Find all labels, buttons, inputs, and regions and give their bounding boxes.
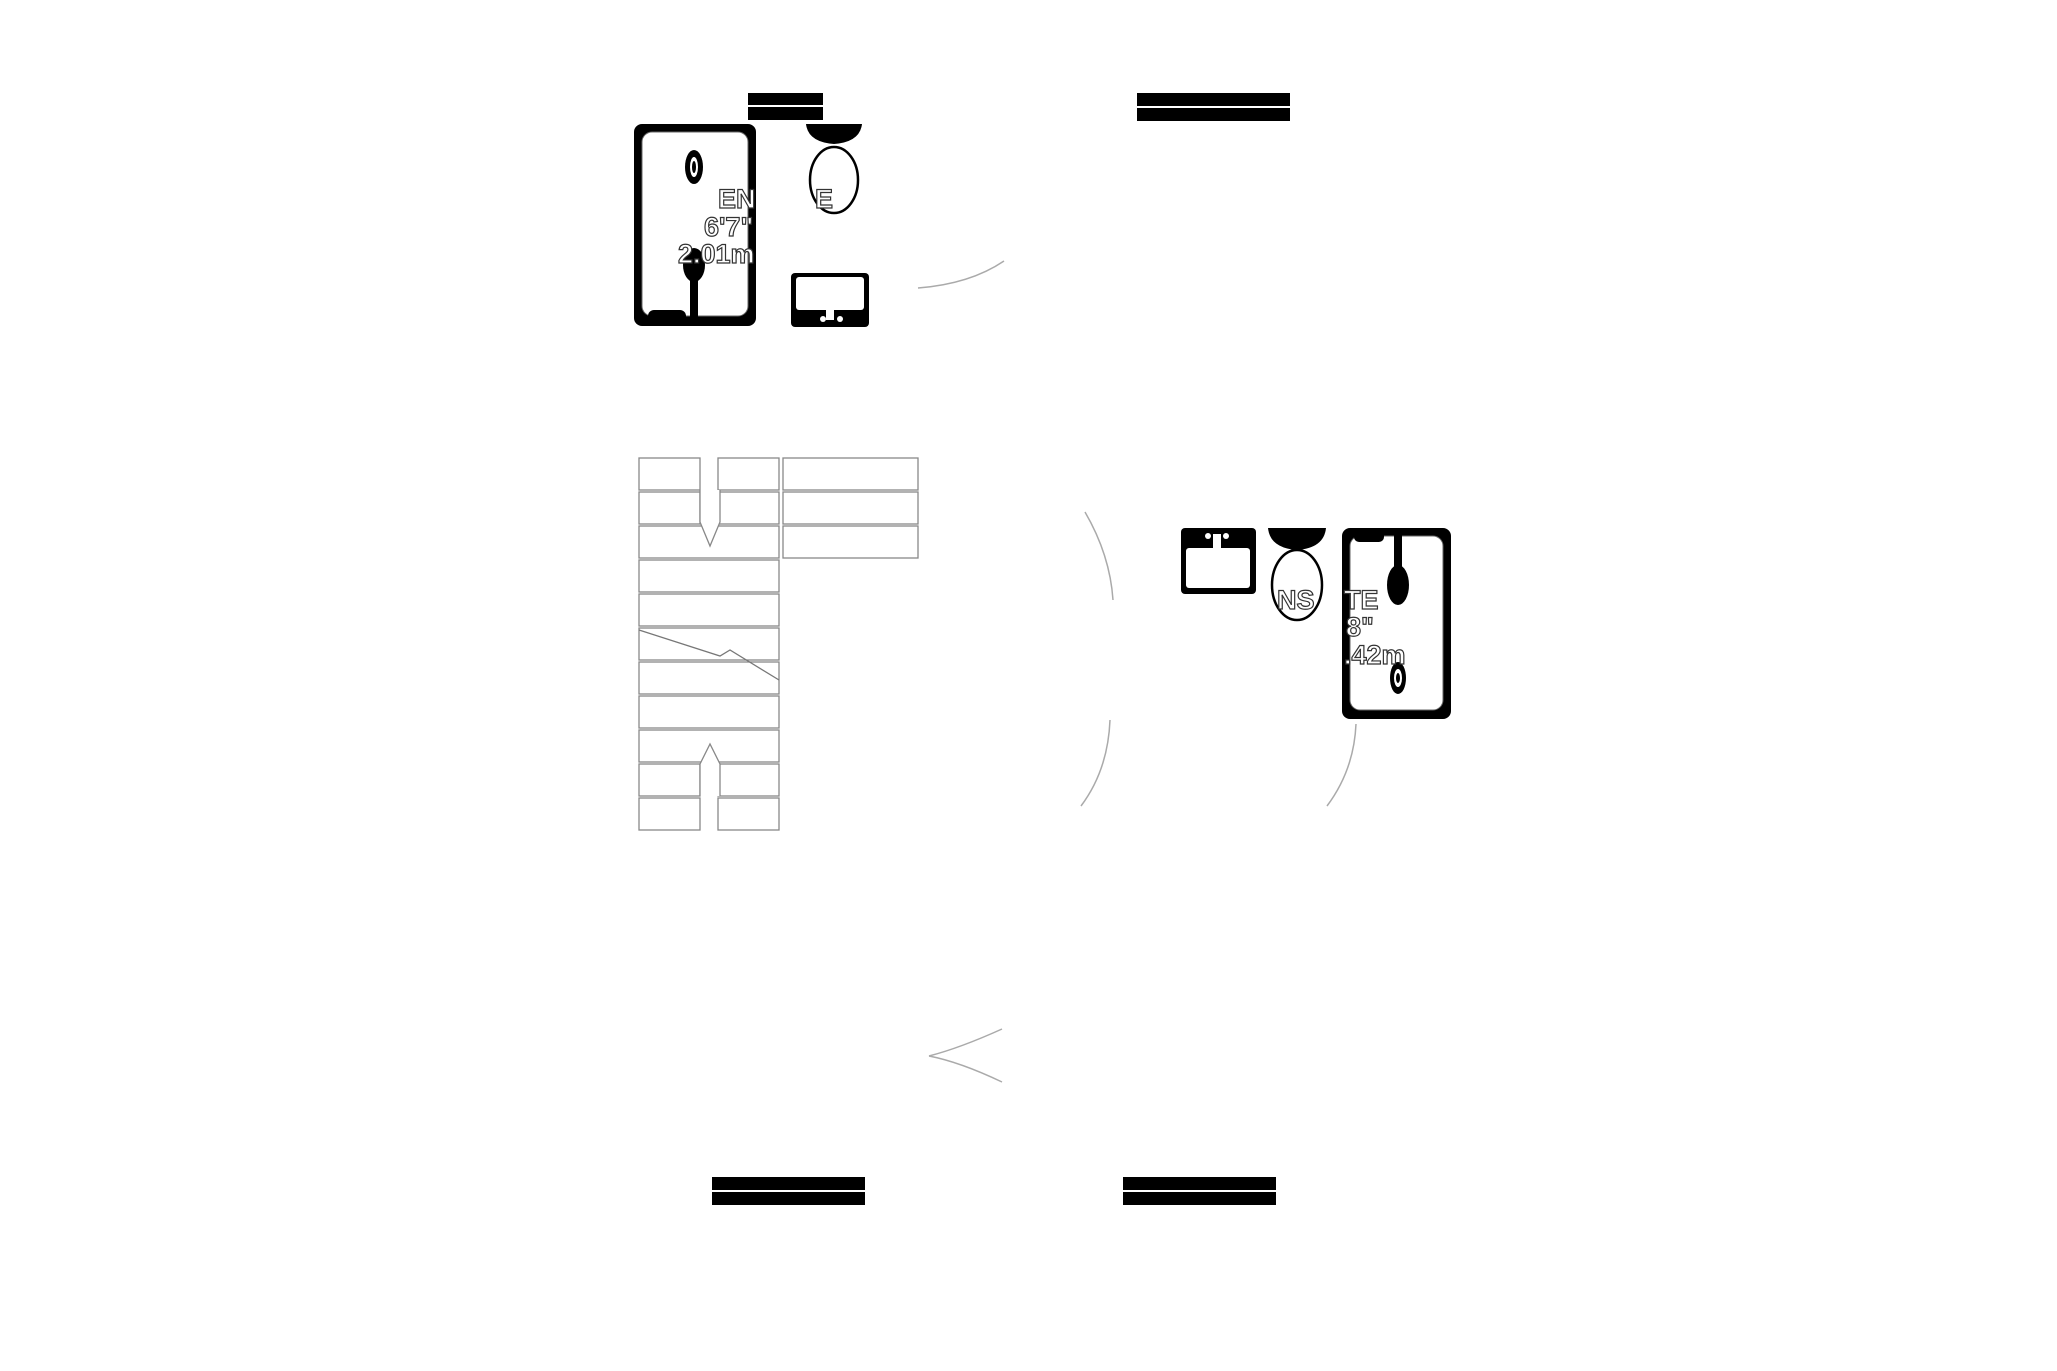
room-dimension-metric: 2.01m	[678, 239, 755, 269]
wall-segment-bottom-left	[712, 1177, 865, 1205]
stair-arrow-up	[699, 742, 721, 796]
sink-2	[1181, 528, 1256, 594]
shower-1	[634, 124, 756, 326]
wall-segment-bottom-right	[1123, 1177, 1276, 1205]
door-swing-arc	[1084, 511, 1114, 601]
stair-break-line	[638, 629, 780, 681]
sink-1	[791, 273, 869, 327]
room-name-fragment: NS	[1277, 585, 1315, 615]
room-dimension-imperial: 8"	[1346, 612, 1374, 642]
shower-2	[1342, 528, 1451, 719]
door-swing-arc	[1326, 723, 1357, 807]
room-name-fragment: E	[815, 184, 833, 214]
door-swing-arc	[1080, 719, 1111, 807]
room-name-fragment: EN	[718, 184, 756, 214]
toilet-1	[806, 124, 862, 215]
stair-arrow-down	[699, 490, 721, 548]
door-swing-arc	[928, 1055, 1003, 1083]
wall-segment-top-right	[1137, 93, 1290, 121]
door-swing-arc	[928, 1028, 1003, 1057]
toilet-2	[1268, 528, 1326, 622]
wall-segment-top-left	[748, 93, 823, 120]
door-swing-arc	[917, 260, 1005, 289]
room-dimension-metric: .42m	[1344, 640, 1406, 670]
staircase	[638, 457, 919, 831]
room-name-fragment: TE	[1344, 585, 1379, 615]
room-dimension-imperial: 6'7"	[704, 212, 753, 242]
